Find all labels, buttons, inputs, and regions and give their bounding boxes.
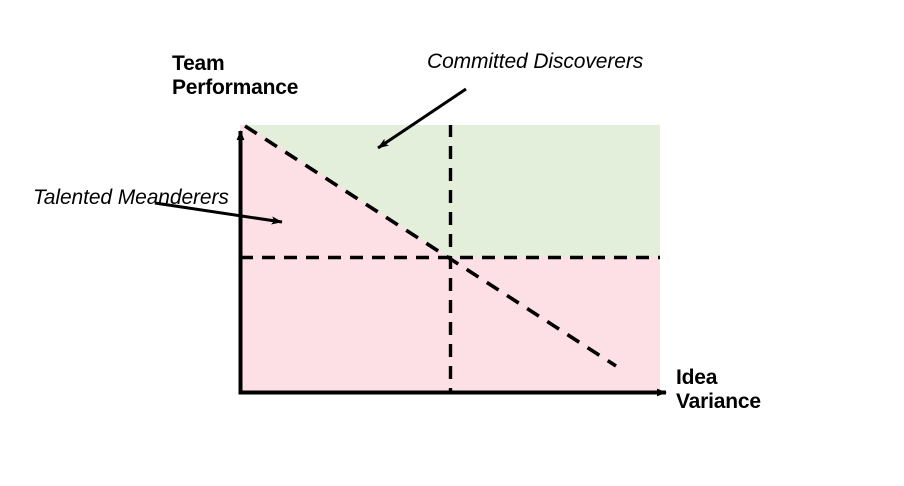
trend-line-dashed (244, 124, 617, 368)
committed-discoverers-arrow (377, 87, 467, 150)
annotation-committed-discoverers: Committed Discoverers (427, 50, 644, 73)
y-axis-title: Team Performance (172, 52, 299, 100)
talented-meanderers-arrow (154, 201, 283, 225)
annotation-talented-meanderers: Talented Meanderers (33, 186, 229, 209)
x-axis-title: Idea Variance (676, 366, 761, 414)
